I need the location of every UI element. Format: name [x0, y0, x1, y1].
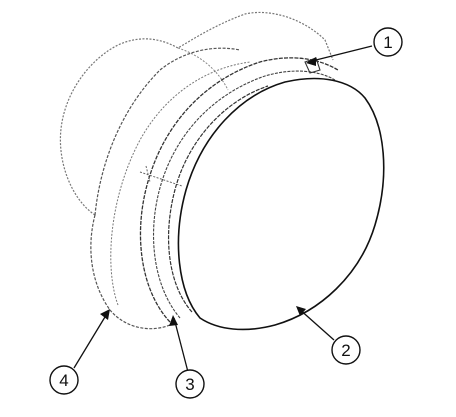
seal-ring-inner: [152, 70, 336, 319]
callout-1-label: 1: [383, 33, 392, 52]
leader-2: [297, 307, 335, 341]
callout-2: 2: [331, 335, 361, 365]
seal-ring-outer: [139, 57, 339, 323]
arrowhead-1: [306, 57, 316, 66]
leader-4: [73, 311, 109, 369]
callout-3-label: 3: [185, 375, 194, 394]
callout-3: 3: [175, 369, 205, 399]
rear-housing: [59, 11, 334, 216]
leader-3: [173, 317, 189, 373]
callout-4: 4: [49, 365, 79, 395]
front-cap: [177, 77, 385, 331]
leader-1: [307, 45, 373, 63]
arrowhead-4: [100, 309, 110, 320]
front-cap-rim: [167, 85, 269, 313]
callout-1: 1: [373, 27, 403, 57]
flange-thickness: [110, 61, 251, 306]
ring-slot: [139, 165, 183, 187]
arrowhead-2: [296, 306, 306, 316]
flange-rim: [90, 47, 241, 330]
rear-shell-inner: [177, 47, 229, 91]
callout-4-label: 4: [59, 371, 68, 390]
callout-2-label: 2: [341, 341, 350, 360]
arrowhead-3: [169, 315, 178, 326]
